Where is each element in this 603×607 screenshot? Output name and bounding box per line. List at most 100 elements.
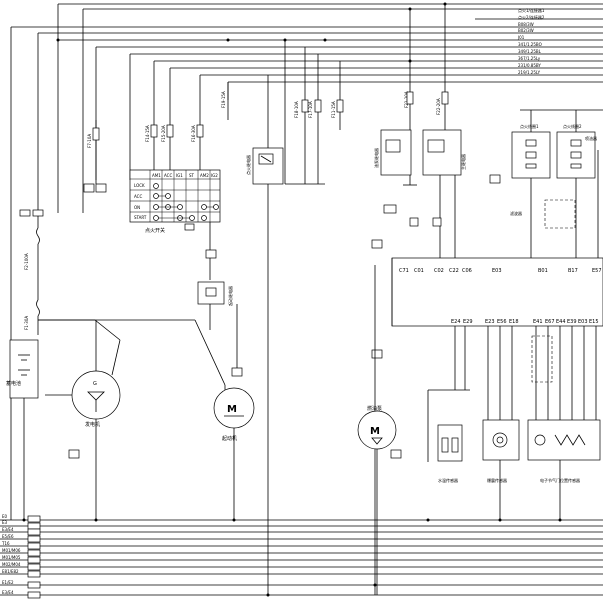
- fuse-f19-label: F19-15A: [221, 91, 226, 108]
- battery-label: 蓄电池: [6, 380, 21, 387]
- bus-label: 点火2/连接器2: [518, 14, 545, 20]
- ground-junctions: [22, 518, 562, 597]
- generator: G 发电机: [45, 320, 121, 520]
- bus-label: B02/3W: [518, 28, 534, 33]
- ecu-pin: E44: [556, 319, 566, 325]
- top-bus-lines: [10, 3, 603, 520]
- fuse-f16-label: F16-30A: [191, 125, 196, 142]
- bus-junctions: [56, 2, 447, 63]
- ground-label: M01/M05: [2, 555, 21, 560]
- bus-labels: 点火1/连接器1 点火2/连接器2 B08/3W B02/3W J01 341/…: [517, 7, 545, 75]
- switch-header: IG1: [176, 173, 183, 178]
- bus-label: 349/1.25BL: [518, 49, 542, 54]
- ecu-pin: E29: [463, 319, 473, 325]
- switch-header: ACC: [164, 173, 172, 178]
- ecu-pin: C06: [462, 268, 472, 274]
- ground-label: T16: [1, 541, 10, 546]
- ecu-pin: E57: [592, 268, 602, 274]
- ecu-pin: C71: [399, 268, 409, 274]
- fuse-f22-label: F22-20A: [436, 98, 441, 115]
- left-connector-tags: [19, 183, 107, 459]
- ecu-pin: E18: [509, 319, 519, 325]
- mid-connector-tags: [371, 174, 501, 459]
- fuse-f1-label: F1-30A: [24, 316, 29, 330]
- water-temp-sensor: 水温传感器: [427, 326, 470, 483]
- starter-motor-symbol: M: [227, 404, 237, 415]
- bus-label: 231/0.85BY: [518, 63, 541, 68]
- ground-label: E3: [2, 520, 8, 525]
- start-relay: 起动继电器: [197, 222, 243, 377]
- ground-label: E81/E82: [2, 569, 19, 574]
- fuel-pump-relay-label: 油泵继电器: [373, 148, 379, 168]
- ignition-switch-caption: 点火开关: [145, 227, 165, 234]
- coil2-label: 点火线圈2: [563, 123, 582, 129]
- ground-label: M02/M04: [2, 562, 21, 567]
- switch-row-label: LOCK: [134, 183, 145, 188]
- fuel-pump-label: 燃油泵: [367, 405, 382, 412]
- ecu-pin: E24: [451, 319, 461, 325]
- fuse-f17-label: F17-10A: [308, 101, 313, 118]
- ground-label: E3/E4: [2, 590, 14, 595]
- switch-header: IG2: [211, 173, 218, 178]
- ground-label: E1/E2: [2, 580, 14, 585]
- switch-header: ST: [189, 173, 195, 178]
- ground-connector-boxes: [27, 515, 41, 599]
- bus-label: 219/1.25LY: [518, 70, 541, 75]
- fuel-pump: M 燃油泵: [357, 405, 397, 450]
- battery-section: F2-100A F1-30A 蓄电池: [6, 213, 226, 520]
- switch-row-label: ON: [134, 205, 140, 210]
- ecu-pin: E03: [492, 268, 502, 274]
- ecu-pin: E67: [545, 319, 555, 325]
- ecu-pin: E23: [485, 319, 495, 325]
- filter-label: 滤波器: [510, 210, 522, 216]
- bus-label: 341/1.25BO: [518, 42, 542, 47]
- sensor-ground-drops: [376, 449, 561, 595]
- ignition-switch: AM1 ACC IG1 ST AM2 IG2 LOCK ACC ON START…: [129, 169, 221, 234]
- fuse-f15-label: F15-20A: [161, 125, 166, 142]
- ignition-coils: 点火线圈1 点火线圈2 喷油器 滤波器: [510, 109, 603, 265]
- ecu-pin: C22: [449, 268, 459, 274]
- ground-label: E0: [2, 514, 8, 519]
- fuse-f11-label: F11-15A: [331, 101, 336, 118]
- knock-label: 爆震传感器: [487, 477, 507, 483]
- ecu-pin: E41: [533, 319, 543, 325]
- ecu-pin: C01: [414, 268, 424, 274]
- fuse-f21-label: F21-10A: [404, 91, 409, 108]
- generator-label: 发电机: [85, 421, 100, 428]
- ecu-pin: B17: [568, 268, 578, 274]
- fuel-pump-motor-symbol: M: [370, 426, 380, 437]
- starter: M 起动机: [213, 385, 255, 520]
- generator-symbol: G: [93, 381, 97, 387]
- water-temp-label: 水温传感器: [438, 477, 458, 483]
- switch-header: AM1: [152, 173, 161, 178]
- starter-label: 起动机: [222, 435, 237, 442]
- fuse-f7-label: F7-10A: [87, 134, 92, 148]
- ground-labels: E0 E3 E3/E4 E5/E6 T16 M01/M06 M01/M05 M0…: [1, 514, 21, 595]
- switch-fuses: F14-15A F15-20A F16-30A F19-15A F7-10A: [87, 75, 229, 184]
- relays: 点火继电器 F18-10A F17-10A F11-15A 油泵继电器 F21-…: [245, 4, 466, 595]
- fuse-f14-label: F14-15A: [145, 125, 150, 142]
- main-relay-label: 主继电器: [460, 154, 466, 170]
- ecu-pin: C02: [434, 268, 444, 274]
- knock-sensor: 爆震传感器: [482, 326, 520, 483]
- ground-label: E3/E4: [2, 527, 14, 532]
- injector-label: 喷油器: [585, 135, 597, 141]
- switch-row-label: START: [134, 215, 147, 220]
- throttle-sensor: 电子节气门位置传感器: [527, 326, 601, 483]
- start-relay-label: 起动继电器: [227, 286, 233, 306]
- bus-label: J01: [517, 35, 525, 40]
- ecu-pin: B01: [538, 268, 548, 274]
- ecu-pin: E03: [578, 319, 588, 325]
- ground-label: M01/M06: [2, 548, 21, 553]
- ecu-pin: E56: [497, 319, 507, 325]
- ecu-pin: E39: [567, 319, 577, 325]
- bus-label: 367/1.25Ly: [518, 56, 541, 61]
- switch-header: AM2: [200, 173, 209, 178]
- bus-label: B08/3W: [518, 22, 534, 27]
- ground-bus-lines: [0, 519, 603, 596]
- fuse-f2-label: F2-100A: [24, 253, 29, 270]
- fuse-f18-label: F18-10A: [294, 101, 299, 118]
- relay-left-label: 点火继电器: [245, 155, 251, 175]
- coil1-label: 点火线圈1: [520, 123, 539, 129]
- ground-label: E5/E6: [2, 534, 14, 539]
